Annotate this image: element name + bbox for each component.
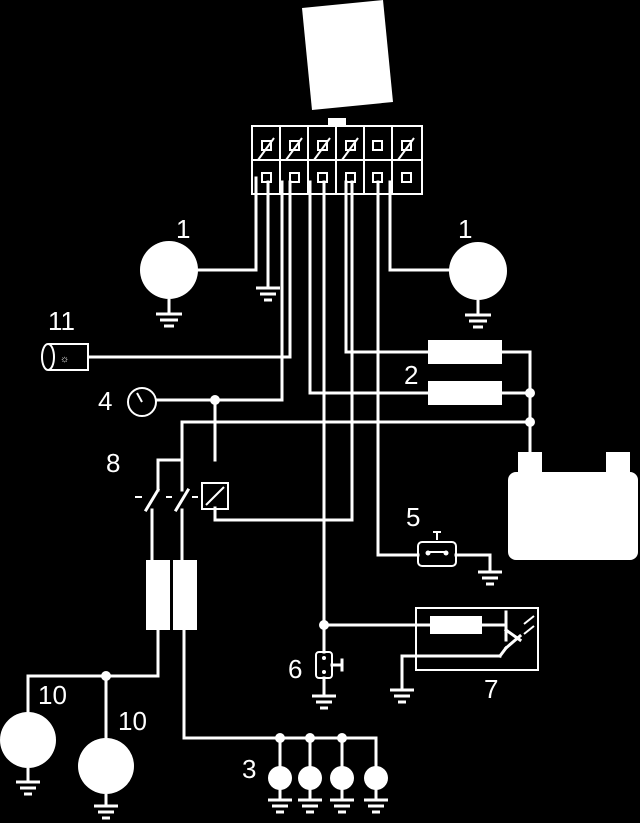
gauge-4	[127, 387, 157, 417]
ground-sensor-7	[390, 688, 414, 704]
control-module	[302, 0, 393, 110]
bulbs-3	[268, 766, 388, 814]
light-11: ☼	[41, 343, 89, 371]
lamp-10-left	[0, 712, 56, 796]
svg-text:☼: ☼	[60, 354, 69, 365]
label-6: 6	[288, 654, 302, 684]
junction-dots	[101, 388, 535, 743]
switch-5	[417, 531, 457, 567]
label-10-left: 10	[38, 680, 67, 710]
sensor-7	[415, 607, 539, 671]
label-1-right: 1	[458, 214, 472, 244]
label-10-right: 10	[118, 706, 147, 736]
label-8: 8	[106, 448, 120, 478]
wires	[26, 176, 532, 768]
battery	[508, 452, 638, 560]
label-2: 2	[404, 360, 418, 390]
ground-connector	[256, 286, 280, 302]
switch-6	[312, 651, 344, 710]
label-3: 3	[242, 754, 256, 784]
connector-block	[251, 118, 423, 195]
label-5: 5	[406, 502, 420, 532]
relay-8	[135, 482, 229, 513]
label-4: 4	[98, 386, 112, 416]
label-7: 7	[484, 674, 498, 704]
fuse-2-lower	[428, 381, 502, 405]
lamp-1-left	[140, 241, 198, 328]
fuse-block	[146, 560, 197, 630]
label-1-left: 1	[176, 214, 190, 244]
lamp-1-right	[449, 242, 507, 329]
label-11: 11	[48, 306, 75, 336]
fuse-2-upper	[428, 340, 502, 364]
ground-switch-5	[478, 570, 502, 586]
lamp-10-right	[78, 738, 134, 820]
